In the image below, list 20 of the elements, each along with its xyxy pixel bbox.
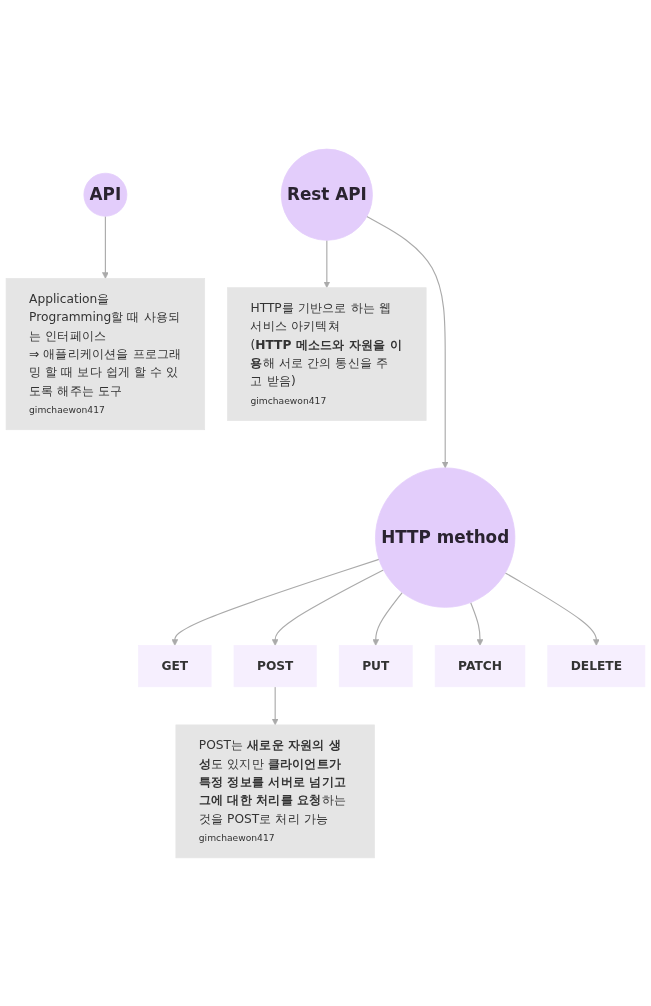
arrow bbox=[366, 215, 449, 468]
arrow bbox=[171, 558, 380, 646]
node-box: DELETE bbox=[547, 644, 646, 687]
node-box: PUT bbox=[338, 644, 413, 687]
arrow bbox=[504, 571, 600, 646]
node-box: PATCH bbox=[434, 644, 526, 687]
node-box: Application을 Programming할 때 사용되는 인터페이스 ⇒ 애플리케이션을 프로그래밍 할 때 보다 쉽게 할 수 있도록 해주는 도구 gimchaewon417 bbox=[5, 277, 206, 430]
arrow bbox=[271, 568, 384, 646]
node-box: POST bbox=[233, 644, 317, 687]
node-circle: Rest API bbox=[280, 148, 373, 241]
node-circle: API bbox=[83, 172, 128, 217]
arrow bbox=[102, 215, 109, 279]
node-box: HTTP를 기반으로 하는 웹 서비스 아키텍쳐 (HTTP 메소드와 자원을 이용해 서로 간의 통신을 주고 받음) gimchaewon417 bbox=[227, 286, 427, 421]
node-box: POST는 새로운 자원의 생성도 있지만 클라이언트가 특정 정보를 서버로 넘기고 그에 대한 처리를 요청하는 것을 POST로 처리 가능 gimchaewon417 bbox=[175, 724, 375, 858]
node-box: GET bbox=[138, 644, 212, 687]
arrow bbox=[271, 685, 279, 725]
node-circle: HTTP method bbox=[375, 467, 516, 608]
arrow bbox=[323, 239, 331, 288]
arrow bbox=[470, 601, 484, 646]
arrow bbox=[372, 591, 403, 646]
